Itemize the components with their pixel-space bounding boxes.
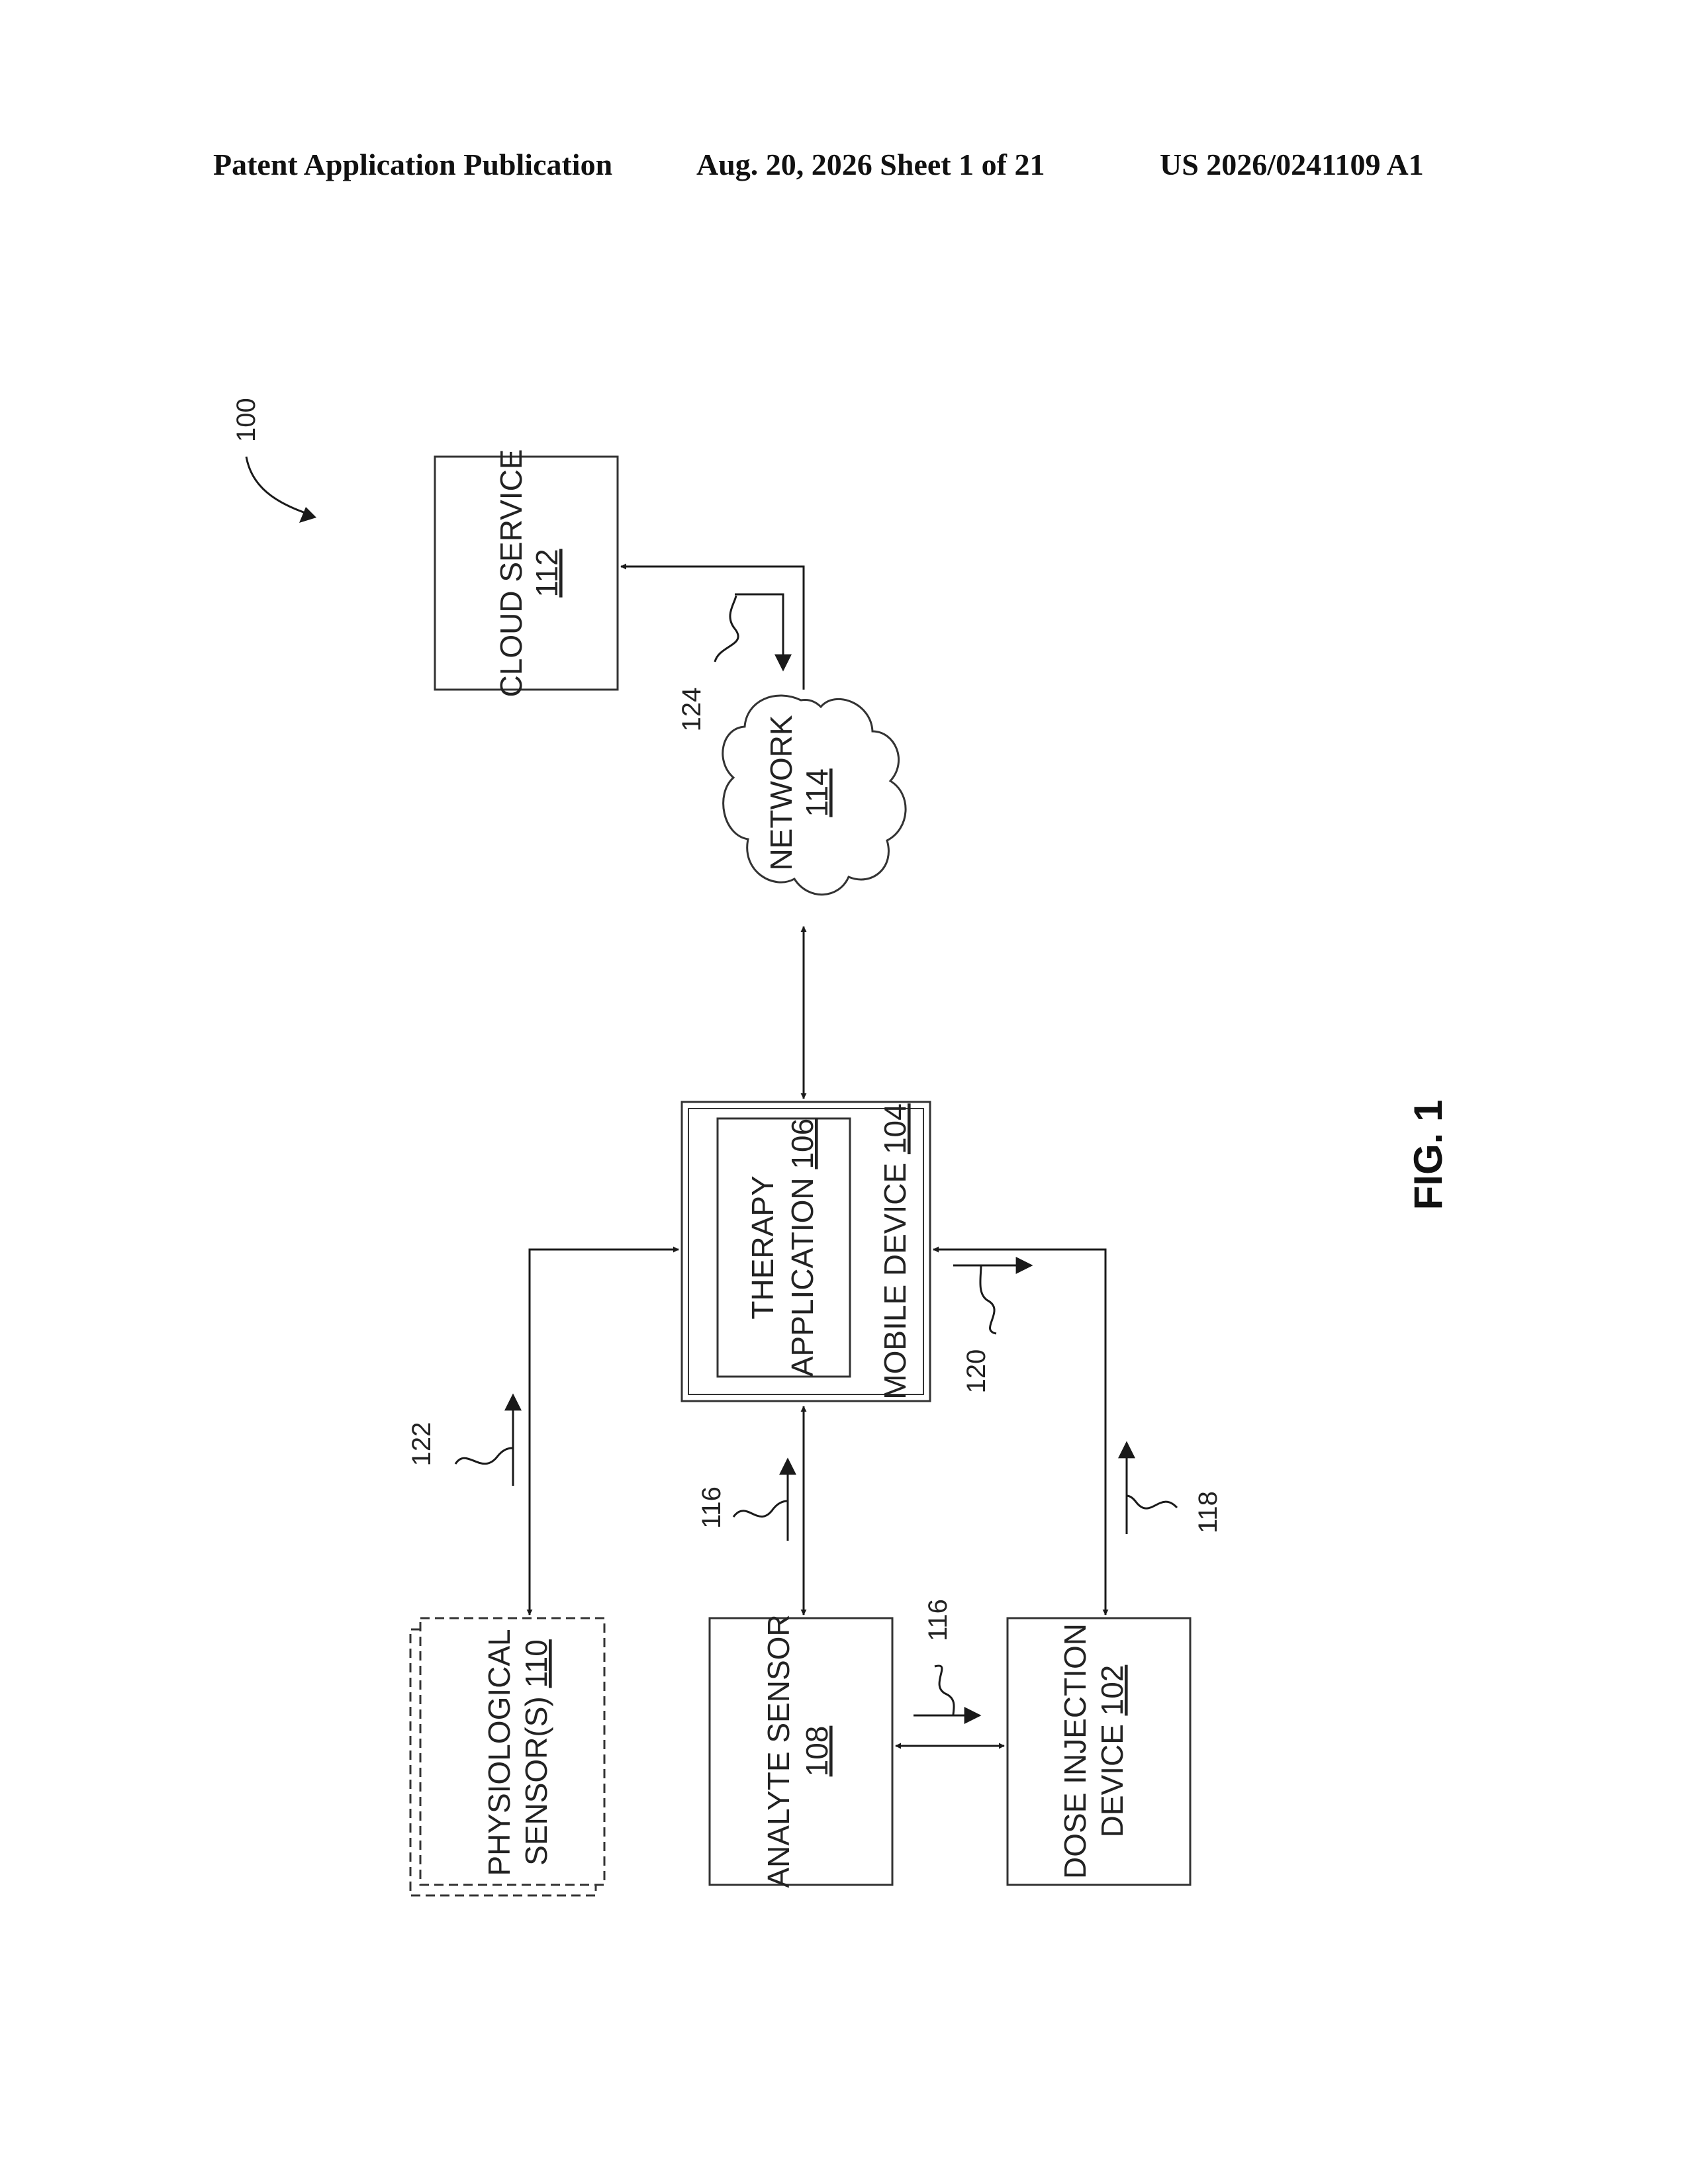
ref-116-analyte-dose: 116	[923, 1599, 953, 1641]
analyte-sensor-ref: 108	[800, 1726, 834, 1777]
physiological-sensors-line2: SENSOR(S) 110	[519, 1639, 553, 1866]
system-ref-leader	[246, 457, 311, 515]
ref-122-leader	[455, 1448, 512, 1464]
physiological-sensors-block: PHYSIOLOGICAL SENSOR(S) 110	[410, 1618, 604, 1895]
ref-122: 122	[407, 1422, 436, 1467]
system-ref-100: 100	[232, 398, 261, 442]
ref-118: 118	[1194, 1491, 1223, 1533]
cloud-network-connector	[621, 567, 804, 690]
therapy-application-line1: THERAPY	[745, 1175, 780, 1319]
figure-label: FIG. 1	[1406, 1100, 1450, 1210]
analyte-sensor-block: ANALYTE SENSOR 108	[710, 1614, 892, 1888]
ref-118-leader	[1127, 1496, 1177, 1508]
cloud-service-block: CLOUD SERVICE 112	[435, 449, 618, 698]
analyte-sensor-label: ANALYTE SENSOR	[761, 1614, 796, 1888]
ref-120-leader	[980, 1265, 996, 1334]
physio-mobile-connector	[530, 1250, 679, 1615]
mobile-dose-connector	[933, 1250, 1105, 1615]
mobile-device-label: MOBILE DEVICE 104	[878, 1103, 912, 1399]
physiological-sensors-line1: PHYSIOLOGICAL	[482, 1629, 516, 1876]
ref-120: 120	[962, 1349, 991, 1394]
dose-injection-device-line2: DEVICE 102	[1095, 1665, 1129, 1838]
cloud-service-label: CLOUD SERVICE	[494, 449, 528, 698]
ref-124: 124	[677, 688, 706, 732]
system-ref-arrowhead	[299, 507, 316, 523]
cloud-service-ref: 112	[530, 549, 564, 597]
ref-116-analyte-mobile: 116	[697, 1486, 726, 1529]
ref-116-leader-analyte-mobile	[733, 1501, 788, 1517]
dose-injection-device-block: DOSE INJECTION DEVICE 102	[1008, 1618, 1190, 1885]
ref-124-leader	[715, 596, 738, 662]
network-cloud: NETWORK 114	[723, 696, 906, 895]
therapy-application-line2: APPLICATION 106	[785, 1118, 820, 1377]
dose-injection-device-line1: DOSE INJECTION	[1058, 1623, 1092, 1879]
therapy-application-block: THERAPY APPLICATION 106	[718, 1118, 850, 1377]
network-label: NETWORK	[764, 715, 798, 870]
network-ref: 114	[800, 768, 834, 817]
ref-116-leader-analyte-dose	[935, 1666, 954, 1715]
flow-arrow-124	[735, 594, 783, 670]
